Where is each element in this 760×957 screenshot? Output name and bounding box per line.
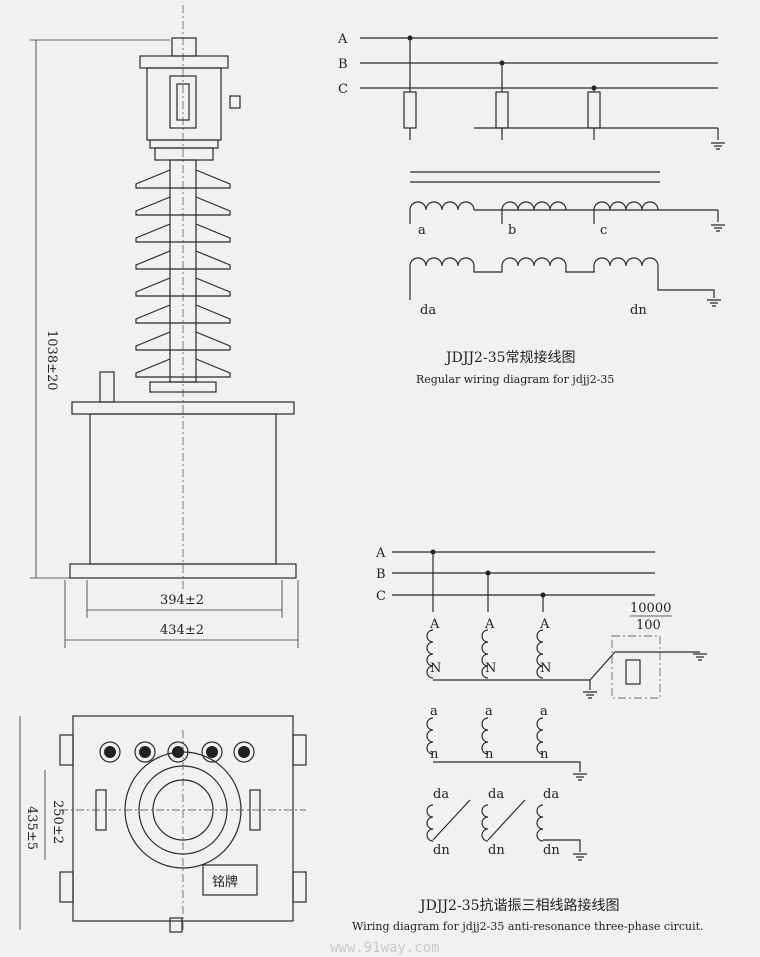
primary-coil [426,629,434,679]
transformer-plan: 铭牌 435±5 250±2 [19,715,307,933]
height-dimension: 1038±20 [44,330,59,391]
secondary-a: a [418,223,426,238]
terminal-label: da [433,787,449,802]
terminal-label: N [485,661,496,676]
secondary-coil [409,201,475,211]
secondary-coil [593,201,659,211]
insulator-shed [135,169,231,189]
terminal-label: da [488,787,504,802]
terminal-label: A [484,617,495,632]
ar-phase-a: A [375,546,386,561]
terminal-label: a [430,704,438,719]
fuse [587,91,601,129]
terminal-label: dn [543,843,560,858]
residual-coil [536,804,544,842]
insulator-shed [135,196,231,216]
terminal-label: dn [433,843,450,858]
primary-coil [536,629,544,679]
plan-inner-depth: 250±2 [50,800,65,844]
residual-coil [501,257,567,267]
ground-icon [711,224,725,232]
insulator-shed [135,358,231,378]
base-outer-width: 434±2 [160,623,204,638]
terminal-label: da [543,787,559,802]
terminal-label: A [539,617,550,632]
ground-icon [711,142,725,150]
terminal-bushing [167,741,189,763]
fuse [403,91,417,129]
terminal-bushing [201,741,223,763]
secondary-b: b [508,223,516,238]
phase-label-b: B [338,57,348,72]
fuse [495,91,509,129]
terminal-label: A [429,617,440,632]
residual-coil [481,804,489,842]
ground-icon [573,853,587,861]
terminal-label: a [540,704,548,719]
residual-da: da [420,303,436,318]
terminal-label: n [540,747,549,762]
phase-label-a: A [337,32,348,47]
regular-title-en: Regular wiring diagram for jdjj2-35 [416,373,614,386]
ar-title-en: Wiring diagram for jdjj2-35 anti-resonan… [352,920,704,933]
residual-coil [426,804,434,842]
insulator-shed [135,277,231,297]
terminal-label: n [430,747,439,762]
ground-icon [583,691,597,699]
terminal-core [206,746,218,758]
residual-connections [409,266,715,300]
ratio-numerator: 10000 [630,601,671,616]
terminal-bushing [99,741,121,763]
regular-wiring-diagram: A B C a b c da dn JDJJ2-35常规接线图 Regular … [337,32,725,386]
terminal-core [139,746,151,758]
connections [432,651,700,852]
terminal-core [104,746,116,758]
ground-icon [573,773,587,781]
phase-label-c: C [338,82,348,97]
plan-outer-depth: 435±5 [24,806,39,850]
insulator-shed [135,223,231,243]
terminal-label: N [540,661,551,676]
transformer-elevation: 1038±20 394±2 434±2 [30,5,299,648]
residual-coil [409,257,475,267]
ratio-denominator: 100 [636,618,661,633]
terminal-core [172,746,184,758]
secondary-leads [409,210,595,224]
ground-icon [693,653,707,661]
secondary-coil [536,717,544,755]
anti-resonance-diagram: A B C A Na n da dn A Na n da dn A Na n da dn 10000 100… [352,546,707,933]
secondary-coil [481,717,489,755]
ground-icon [707,299,721,307]
residual-coil [593,257,659,267]
base-inner-width: 394±2 [160,593,204,608]
primary-coil [481,629,489,679]
regular-title-cn: JDJJ2-35常规接线图 [444,349,576,366]
terminal-core [238,746,250,758]
terminal-label: n [485,747,494,762]
terminal-bushing [233,741,255,763]
terminal-label: N [430,661,441,676]
terminal-label: dn [488,843,505,858]
residual-dn: dn [630,303,647,318]
ar-title-cn: JDJJ2-35抗谐振三相线路接线图 [418,897,620,914]
terminal-label: a [485,704,493,719]
secondary-coil [426,717,434,755]
terminal-bushing [134,741,156,763]
ar-phase-b: B [376,567,386,582]
nameplate-label: 铭牌 [212,874,238,890]
insulator-shed [135,331,231,351]
ar-phase-c: C [376,589,386,604]
secondary-c: c [600,223,607,238]
insulator-shed [135,304,231,324]
insulator-shed [135,250,231,270]
watermark: www.91way.com [330,940,440,956]
secondary-coil [501,201,567,211]
